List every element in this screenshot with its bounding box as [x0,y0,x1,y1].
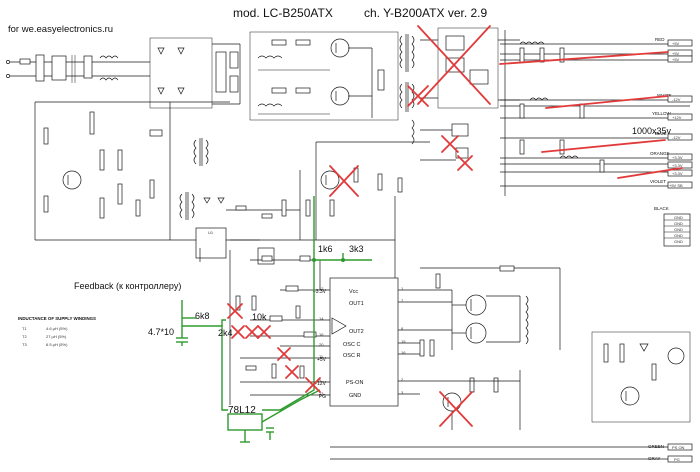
svg-text:U1: U1 [208,230,214,235]
pin-plus33-b: +3.3V [672,163,683,168]
watermark-text: for we.easyelectronics.ru [8,24,113,35]
ind-row-2-name: T2 [22,334,27,339]
controller-ic-body [329,277,399,407]
standby-circuit [34,101,260,241]
ic-pin-out2: OUT2 [349,329,364,335]
pin-plus5-a: +5V [672,41,680,46]
mid-power-section [199,141,430,282]
input-filter-section [6,54,150,83]
feedback-network [229,250,330,405]
ic-pin-oscr: OSC R [343,353,360,359]
half-bridge-stage [249,31,399,121]
pson-fan-section [440,331,691,430]
ic-num-11: 11 [319,354,324,359]
ic-num-1: 1 [401,286,404,291]
out-black-label: BLACK [654,206,669,211]
out-yellow-label: YELLOW [652,111,672,116]
ic-num-2: 2 [401,377,404,382]
output-rails [500,30,690,196]
model-title: mod. LC-B250ATX [233,6,333,20]
pin-ps-on: PS ON [672,445,685,450]
pin-minus5: -12V [672,97,681,102]
ic-num-12: 12 [319,286,324,291]
ind-row-1-value: 4.6 µH (5%) [46,326,68,331]
out-green-label: GREEN [648,444,664,449]
out-gray-label: GRAY [648,456,660,461]
pin-plus5sb: +5V SB [669,183,683,188]
red-crosses [227,25,491,427]
pin-plus33-a: +3.3V [672,155,683,160]
driver-transistors [420,265,561,350]
regulator-label: 78L12 [228,405,256,416]
controller-ic: Vcc OUT1 OUT2 OSC C OSC R PS-ON GND +3.3… [313,277,452,407]
inductance-table: INDUCTANCE OF SUPPLY WINDINGS T1 4.6 µH … [18,316,96,347]
capacitor-1000x35v-label: 1000x35v [632,126,672,136]
ic-num-20: 20 [319,342,324,347]
chassis-title: ch. Y-B200ATX ver. 2.9 [364,6,488,20]
inductance-title: INDUCTANCE OF SUPPLY WINDINGS [18,316,96,321]
ic-num-left-16: 16 [319,332,324,337]
ic-pin-12v: +12V [314,381,326,387]
resistor-10k-label: 10k [252,312,267,322]
ic-pin-33v: +3.3V [313,289,327,295]
ind-row-1-name: T1 [22,326,27,331]
ind-row-3-value: 6.5 µH (5%) [46,342,68,347]
resistor-1k6-label: 1k6 [318,244,333,254]
ic-num-3: 3 [401,390,404,395]
out-blue-label: BLUE [655,131,667,136]
ic-pin-vcc: Vcc [349,289,358,295]
ic-num-14: 14 [319,316,324,321]
pin-plus33-c: +3.3V [672,171,683,176]
ic-pin-gnd: GND [349,393,361,399]
ic-num-7: 7 [401,298,404,303]
pin-pg: PG [674,457,680,462]
resistor-2k4-label: 2k4 [218,328,233,338]
gnd-pin-3: GND [674,227,683,232]
pin-plus5-c: +5V [672,57,680,62]
pin-plus5-b: +5V [672,51,680,56]
resistor-3k3-label: 3k3 [349,244,364,254]
red-strike-lines [499,51,683,179]
regulator-78l12 [227,413,263,431]
gnd-pin-2: GND [674,221,683,226]
out-violet-label: VIOLET [650,179,666,184]
gnd-pin-4: GND [674,233,683,238]
ic-num-8: 8 [401,326,404,331]
ic-num-15: 15 [401,339,406,344]
pin-minus12: -12V [672,135,681,140]
output-connectors: RED WHITE YELLOW BLUE ORANGE VIOLET +5V … [330,37,693,463]
ic-num-13: 13 [319,391,324,396]
green-feedback-mod: Feedback (к контроллеру) 6k8 4.7*10 2k4 … [74,126,672,443]
gnd-pin-1: GND [674,215,683,220]
ic-pin-pson: PS-ON [346,380,363,386]
resistor-4k7-label: 4.7*10 [148,327,174,337]
ic-pin-oscc: OSC C [343,342,360,348]
bridge-rectifier [149,37,241,109]
out-red-label: RED [655,37,665,42]
ic-num-5: 5 [319,378,322,383]
ic-pin-5v: +5V [317,357,327,363]
ind-row-2-value: 27 µH (5%) [46,334,67,339]
ic-num-16: 16 [401,350,406,355]
pin-plus12-a: +12V [672,115,682,120]
ind-row-3-name: T3 [22,342,27,347]
out-orange-label: ORANGE [650,151,670,156]
resistor-6k8-label: 6k8 [195,311,210,321]
gnd-pin-5: GND [674,239,683,244]
feedback-label: Feedback (к контроллеру) [74,281,181,291]
ic-pin-out1: OUT1 [349,301,364,307]
ic-pin-pg: PG [319,394,326,400]
